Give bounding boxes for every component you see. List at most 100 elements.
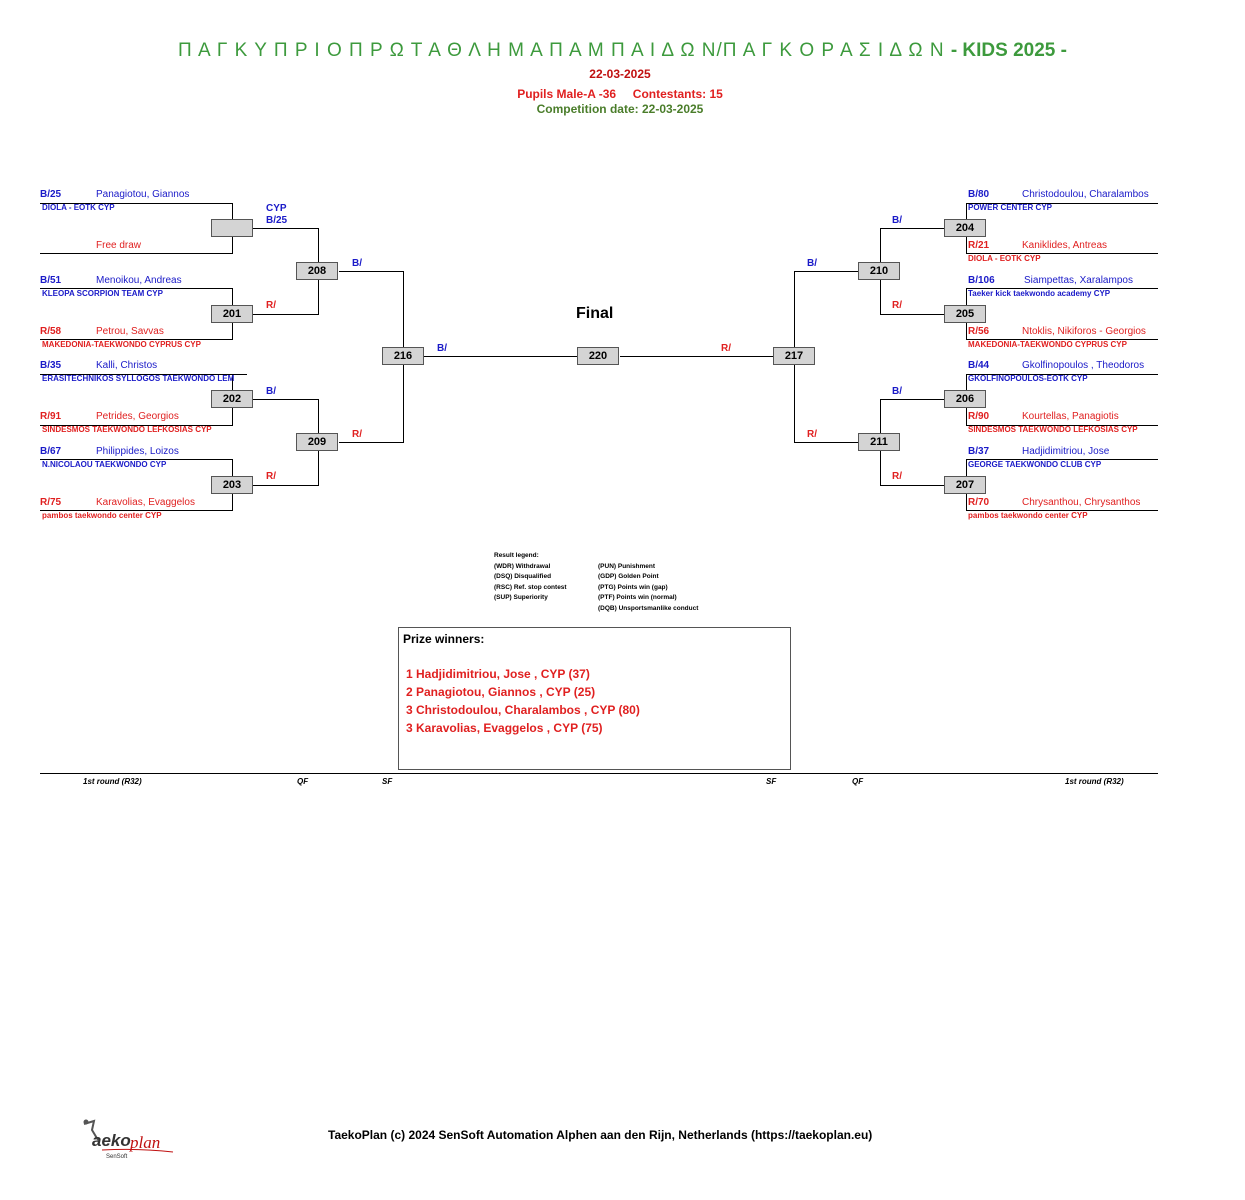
competitor-seed: R/75 xyxy=(40,497,62,508)
round-label-sf-right: SF xyxy=(766,777,777,786)
competitor-club: POWER CENTER CYP xyxy=(968,203,1053,212)
match-box-211[interactable]: 211 xyxy=(858,433,900,451)
competitor-seed: B/25 xyxy=(40,189,62,200)
competitor-name: Karavolias, Evaggelos xyxy=(96,497,195,508)
svg-text:SenSoft: SenSoft xyxy=(106,1154,128,1160)
competitor-club: pambos taekwondo center CYP xyxy=(968,511,1088,520)
prize-winners-box: Prize winners: 1 Hadjidimitriou, Jose , … xyxy=(398,627,791,770)
match-box-216[interactable]: 216 xyxy=(382,347,424,365)
competitor-club: MAKEDONIA-TAEKWONDO CYPRUS CYP xyxy=(42,340,201,349)
final-label: Final xyxy=(576,305,614,322)
competitor-name: Ntoklis, Nikiforos - Georgios xyxy=(1022,326,1146,337)
corner-label-blue: B/ xyxy=(892,215,902,226)
taekoplan-logo: aeko plan SenSoft xyxy=(78,1118,178,1164)
round-label-r32-right: 1st round (R32) xyxy=(1065,777,1124,786)
corner-label-red: R/ xyxy=(266,471,276,482)
tournament-title: Π Α Γ Κ Υ Π Ρ Ι Ο Π Ρ Ω Τ Α Θ Λ Η Μ Α Π … xyxy=(0,40,1245,62)
match-box-217[interactable]: 217 xyxy=(773,347,815,365)
taekoplan-logo-image: aeko plan SenSoft xyxy=(83,1119,174,1160)
competitor-club: DIOLA - EOTK CYP xyxy=(968,254,1041,263)
match-box-208[interactable]: 208 xyxy=(296,262,338,280)
competitor-seed: B/37 xyxy=(968,446,990,457)
legend-item: (SUP) Superiority xyxy=(494,594,548,601)
competitor-club: DIOLA - EOTK CYP xyxy=(42,203,115,212)
competitor-club: SINDESMOS TAEKWONDO LEFKOSIAS CYP xyxy=(968,425,1138,434)
category-name: Pupils Male-A -36 xyxy=(517,87,617,101)
competitor-name: Kourtellas, Panagiotis xyxy=(1022,411,1119,422)
title-main: Π Α Γ Κ Υ Π Ρ Ι Ο Π Ρ Ω Τ Α Θ Λ Η Μ Α Π … xyxy=(178,40,945,61)
competitor-seed: B/44 xyxy=(968,360,990,371)
competitor-club: ERASITECHNIKOS SYLLOGOS TAEKWONDO LEM xyxy=(42,374,235,383)
competitor-club: Taeker kick taekwondo academy CYP xyxy=(968,289,1111,298)
competitor-name: Siampettas, Xaralampos xyxy=(1024,275,1133,286)
svg-text:plan: plan xyxy=(129,1133,160,1152)
bye-seed: B/25 xyxy=(266,215,288,226)
category-line: Pupils Male-A -36 Contestants: 15 xyxy=(0,87,1240,101)
legend-item: (DSQ) Disqualified xyxy=(494,573,552,580)
corner-label-blue: B/ xyxy=(437,343,447,354)
round-label-qf-right: QF xyxy=(852,777,864,786)
legend-item: (DQB) Unsportsmanlike conduct xyxy=(598,604,699,612)
competitor-name: Philippides, Loizos xyxy=(96,446,179,457)
prize-winner: 2 Panagiotou, Giannos , CYP (25) xyxy=(406,685,596,699)
competitor-name: Petrou, Savvas xyxy=(96,326,164,337)
competitor-seed: R/56 xyxy=(968,326,990,337)
competitor-name: Panagiotou, Giannos xyxy=(96,189,190,200)
competitor-club: SINDESMOS TAEKWONDO LEFKOSIAS CYP xyxy=(42,425,212,434)
corner-label-red: R/ xyxy=(721,343,731,354)
competitor-name: Free draw xyxy=(96,240,142,251)
match-box-209[interactable]: 209 xyxy=(296,433,338,451)
title-suffix: - KIDS 2025 - xyxy=(950,40,1067,61)
corner-label-blue: B/ xyxy=(807,258,817,269)
footer-copyright: TaekoPlan (c) 2024 SenSoft Automation Al… xyxy=(328,1128,873,1142)
competitor-name: Kaniklides, Antreas xyxy=(1022,240,1108,251)
competitor-seed: R/70 xyxy=(968,497,990,508)
competitor-club: GKOLFINOPOULOS-EOTK CYP xyxy=(968,374,1088,383)
competitor-name: Petrides, Georgios xyxy=(96,411,179,422)
corner-label-blue: B/ xyxy=(352,258,362,269)
match-box-207[interactable]: 207 xyxy=(944,476,986,494)
corner-label-red: R/ xyxy=(266,300,276,311)
competitor-club: MAKEDONIA-TAEKWONDO CYPRUS CYP xyxy=(968,340,1127,349)
competitor-seed: B/51 xyxy=(40,275,62,286)
competitor-club: KLEOPA SCORPION TEAM CYP xyxy=(42,289,163,298)
legend-item: (PTF) Points win (normal) xyxy=(598,594,677,601)
competition-date: Competition date: 22-03-2025 xyxy=(536,102,704,116)
competitor-seed: B/80 xyxy=(968,189,990,200)
competitor-club: pambos taekwondo center CYP xyxy=(42,511,162,520)
match-box-210[interactable]: 210 xyxy=(858,262,900,280)
bye-country: CYP xyxy=(266,203,287,214)
match-box-205[interactable]: 205 xyxy=(944,305,986,323)
match-box-206[interactable]: 206 xyxy=(944,390,986,408)
corner-label-blue: B/ xyxy=(892,386,902,397)
competitor-seed: R/91 xyxy=(40,411,62,422)
legend-item: (RSC) Ref. stop contest xyxy=(494,583,567,591)
round-label-r32-left: 1st round (R32) xyxy=(83,777,142,786)
prize-winner: 1 Hadjidimitriou, Jose , CYP (37) xyxy=(406,667,590,681)
competitor-seed: B/67 xyxy=(40,446,62,457)
prize-heading: Prize winners: xyxy=(403,632,485,646)
competitor-seed: B/106 xyxy=(968,275,995,286)
match-box-201[interactable]: 201 xyxy=(211,305,253,323)
competitor-name: Gkolfinopoulos , Theodoros xyxy=(1022,360,1145,371)
svg-text:aeko: aeko xyxy=(92,1131,131,1150)
competitor-club: GEORGE TAEKWONDO CLUB CYP xyxy=(968,460,1102,469)
competitor-seed: R/90 xyxy=(968,411,990,422)
competitor-name: Kalli, Christos xyxy=(96,360,158,371)
round-divider xyxy=(40,773,1158,774)
match-box-bye[interactable] xyxy=(211,219,253,237)
competitor-name: Chrysanthou, Chrysanthos xyxy=(1022,497,1141,508)
round-label-sf-left: SF xyxy=(382,777,393,786)
corner-label-red: R/ xyxy=(892,471,902,482)
match-box-202[interactable]: 202 xyxy=(211,390,253,408)
corner-label-red: R/ xyxy=(892,300,902,311)
match-box-220[interactable]: 220 xyxy=(577,347,619,365)
legend-item: (GDP) Golden Point xyxy=(598,573,659,580)
match-box-203[interactable]: 203 xyxy=(211,476,253,494)
competitor-seed: B/35 xyxy=(40,360,62,371)
competitor-seed: R/58 xyxy=(40,326,62,337)
competitor-name: Christodoulou, Charalambos xyxy=(1022,189,1149,200)
contestants-count: Contestants: 15 xyxy=(632,87,723,101)
result-legend: Result legend: (WDR) Withdrawal (DSQ) Di… xyxy=(494,551,698,614)
match-box-204[interactable]: 204 xyxy=(944,219,986,237)
